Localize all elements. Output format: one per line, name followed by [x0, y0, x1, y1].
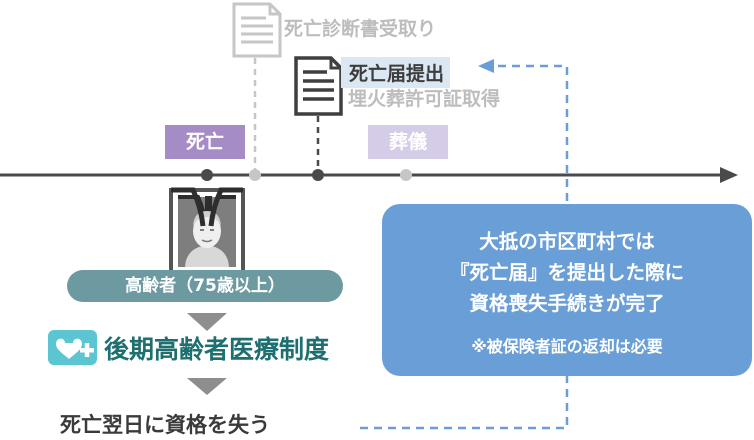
timeline-dot-funeral [400, 169, 412, 181]
elder-badge: 高齢者（75歳以上） [67, 270, 343, 302]
timeline-dot-certificate [249, 169, 261, 181]
feedback-dashed-line [360, 64, 569, 430]
memorial-portrait-icon [169, 187, 245, 274]
feedback-arrowhead [478, 59, 494, 73]
info-line-2: 『死亡届』を提出した際に [449, 261, 684, 284]
info-note: ※被保険者証の返却は必要 [471, 337, 663, 356]
document-dark-icon [294, 56, 343, 116]
down-arrow-1 [187, 313, 227, 331]
info-line-3: 資格喪失手続きが完了 [469, 292, 665, 315]
certificate-receipt-label: 死亡診断書受取り [284, 18, 437, 40]
insurance-system-label: 後期高齢者医療制度 [104, 335, 330, 364]
timeline-arrowhead [720, 167, 738, 183]
death-notice-submit-label: 死亡届提出 [341, 57, 451, 88]
timeline-dot-death [201, 169, 213, 181]
timeline-dot-death-notice [312, 169, 324, 181]
info-line-1: 大抵の市区町村では [479, 230, 655, 253]
event-death: 死亡 [165, 125, 245, 159]
down-arrow-2 [187, 378, 227, 395]
document-gray-icon [232, 2, 282, 58]
burial-permit-label: 埋火葬許可証取得 [348, 88, 501, 110]
health-card-icon [48, 330, 97, 365]
event-funeral: 葬儀 [368, 125, 448, 159]
eligibility-loss-label: 死亡翌日に資格を失う [60, 413, 270, 437]
info-callout-box: 大抵の市区町村では 『死亡届』を提出した際に 資格喪失手続きが完了 ※被保険者証… [382, 204, 752, 376]
